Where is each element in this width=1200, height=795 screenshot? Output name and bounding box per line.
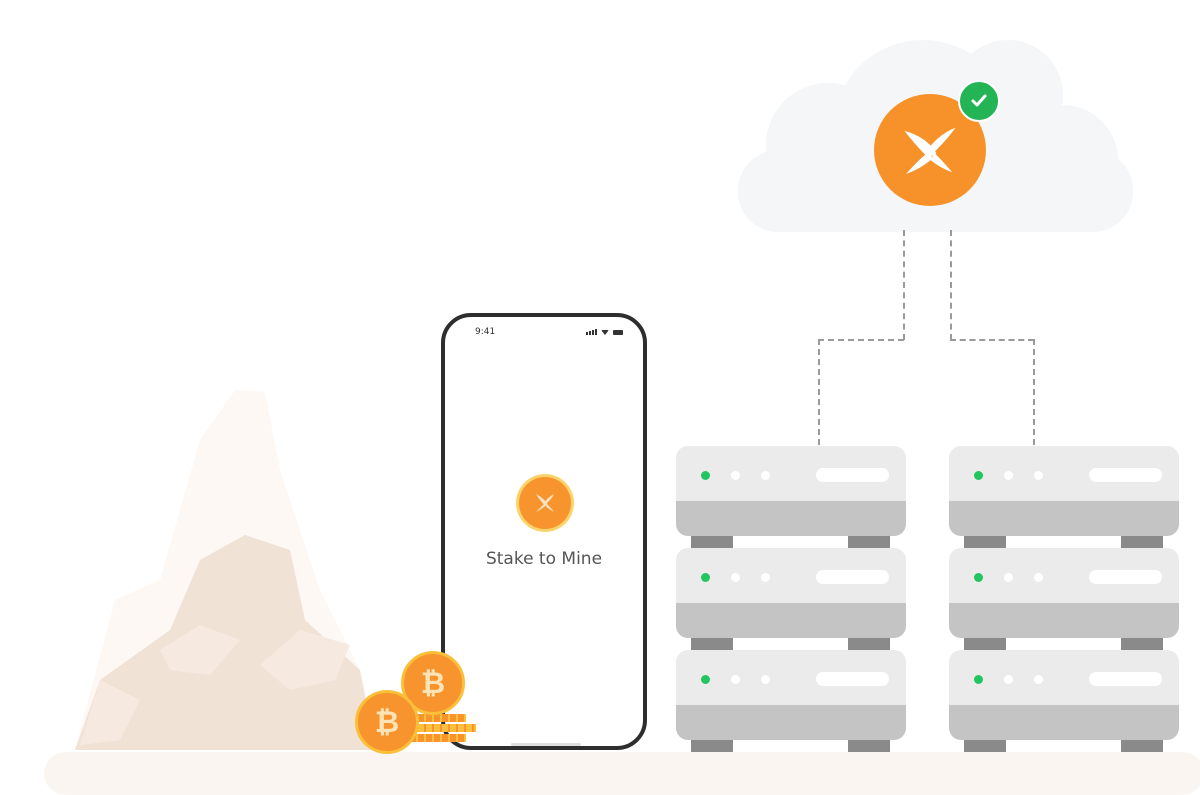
server-unit [676, 446, 906, 536]
status-led [761, 573, 770, 582]
server-unit [949, 446, 1179, 536]
status-led-green [701, 573, 710, 582]
connector-line [950, 230, 952, 340]
status-led-green [701, 471, 710, 480]
drive-slot [1089, 570, 1162, 584]
bitcoin-icon: ₿ [420, 665, 446, 701]
connector-line [1033, 339, 1035, 445]
status-led-green [974, 573, 983, 582]
app-title: Stake to Mine [485, 549, 603, 569]
status-led [731, 675, 740, 684]
status-led [761, 471, 770, 480]
status-led [1034, 675, 1043, 684]
bitcoin-icon: ₿ [374, 704, 400, 740]
status-time: 9:41 [475, 327, 496, 337]
status-led [1004, 573, 1013, 582]
server-unit [676, 548, 906, 638]
check-icon [971, 94, 987, 107]
status-led [1004, 675, 1013, 684]
status-led [1034, 471, 1043, 480]
bitcoin-coin: ₿ [355, 690, 419, 754]
status-led-green [701, 675, 710, 684]
status-led [761, 675, 770, 684]
home-indicator [511, 743, 581, 746]
cloud-shape [738, 40, 1133, 232]
brand-x-logo-icon [904, 127, 956, 174]
brand-x-logo-icon [535, 493, 555, 513]
server-unit [676, 650, 906, 740]
server-unit [949, 548, 1179, 638]
server-unit [949, 650, 1179, 740]
connector-line [950, 339, 1034, 341]
status-led-green [974, 471, 983, 480]
drive-slot [816, 468, 889, 482]
status-icons [586, 329, 623, 335]
wifi-icon [601, 329, 609, 335]
drive-slot [816, 672, 889, 686]
app-logo[interactable] [519, 477, 571, 529]
status-led [731, 471, 740, 480]
signal-icon [586, 329, 597, 335]
drive-slot [816, 570, 889, 584]
status-led [1004, 471, 1013, 480]
server-rack-left [676, 446, 906, 756]
status-led-green [974, 675, 983, 684]
connector-line [903, 230, 905, 340]
phone-mockup: 9:41 Stake to Mine [441, 313, 647, 750]
connector-line [818, 339, 820, 445]
server-rack-right [949, 446, 1179, 756]
connector-line [818, 339, 904, 341]
verified-badge [958, 80, 1000, 122]
drive-slot [1089, 468, 1162, 482]
battery-icon [613, 329, 623, 335]
mountain-illustration [75, 390, 380, 750]
ground-platform [44, 752, 1200, 795]
status-led [731, 573, 740, 582]
status-led [1034, 573, 1043, 582]
coin-stack [410, 714, 476, 742]
drive-slot [1089, 672, 1162, 686]
